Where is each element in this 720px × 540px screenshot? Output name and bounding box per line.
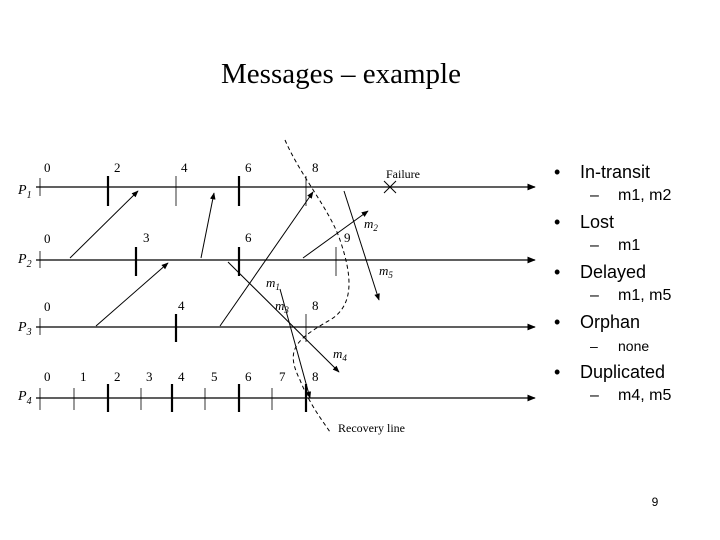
bullet-in-transit: •In-transit	[554, 162, 651, 182]
tick-label-p1-6: 6	[245, 160, 252, 175]
page-number: 9	[651, 495, 659, 509]
msg-m2	[302, 210, 369, 259]
bullet-delayed: •Delayed	[554, 262, 647, 282]
msg-label-m4: m4	[333, 346, 347, 363]
process-label-p2: P2	[17, 252, 32, 270]
process-label-p4: P4	[17, 389, 32, 407]
sub-bullet-delayed: –m1, m5	[590, 287, 672, 304]
msg-p3-to-p2	[95, 262, 169, 327]
tick-label-p3-0: 0	[44, 299, 51, 314]
msg-p2-to-p1-b	[200, 192, 216, 259]
tick-label-p2-3: 3	[143, 230, 150, 245]
msg-m4	[279, 288, 312, 399]
msg-label-m3: m3	[275, 298, 289, 315]
tick-label-p2-0: 0	[44, 231, 51, 246]
tick-label-p4-1: 1	[80, 369, 87, 384]
tick-label-p1-2: 2	[114, 160, 121, 175]
tick-label-p4-7: 7	[279, 369, 286, 384]
tick-label-p4-4: 4	[178, 369, 185, 384]
msg-m1-m3	[227, 261, 340, 373]
tick-label-p2-9: 9	[344, 230, 351, 245]
sub-bullet-lost: –m1	[590, 237, 641, 254]
failure-label: Failure	[386, 167, 420, 181]
sub-bullet-in-transit: –m1, m2	[590, 187, 672, 204]
process-label-p1: P1	[17, 183, 32, 201]
tick-label-p1-8: 8	[312, 160, 319, 175]
recovery-line	[284, 139, 350, 433]
bullet-duplicated: •Duplicated	[554, 362, 666, 382]
tick-label-p4-3: 3	[146, 369, 153, 384]
recovery-line-label: Recovery line	[338, 421, 405, 435]
sub-bullet-duplicated: –m4, m5	[590, 387, 672, 404]
tick-label-p3-4: 4	[178, 298, 185, 313]
tick-label-p4-8: 8	[312, 369, 319, 384]
msg-p2-to-p1-a	[69, 190, 139, 259]
bullet-dot: •	[554, 312, 561, 332]
msg-label-m1: m1	[266, 275, 280, 292]
bullet-lost: •Lost	[554, 212, 615, 232]
tick-label-p1-4: 4	[181, 160, 188, 175]
slide-title: Messages – example	[221, 58, 461, 90]
msg-label-m2: m2	[364, 216, 378, 233]
bullet-orphan: •Orphan	[554, 312, 641, 332]
tick-label-p3-8: 8	[312, 298, 319, 313]
bullet-dot: •	[554, 362, 561, 382]
tick-label-p4-6: 6	[245, 369, 252, 384]
tick-label-p4-0: 0	[44, 369, 51, 384]
tick-label-p4-5: 5	[211, 369, 218, 384]
bullet-dot: •	[554, 162, 561, 182]
failure-mark	[383, 180, 397, 194]
tick-label-p1-0: 0	[44, 160, 51, 175]
msg-label-m5: m5	[379, 263, 393, 280]
bullet-list: •In-transit –m1, m2 •Lost –m1 •Delayed –…	[552, 160, 717, 410]
msg-m5	[343, 190, 380, 301]
bullet-dot: •	[554, 262, 561, 282]
tick-label-p4-2: 2	[114, 369, 121, 384]
bullet-dot: •	[554, 212, 561, 232]
tick-label-p2-6: 6	[245, 230, 252, 245]
process-label-p3: P3	[17, 320, 32, 338]
sub-bullet-orphan: –none	[590, 338, 650, 354]
msg-p3-to-p1	[219, 191, 314, 327]
